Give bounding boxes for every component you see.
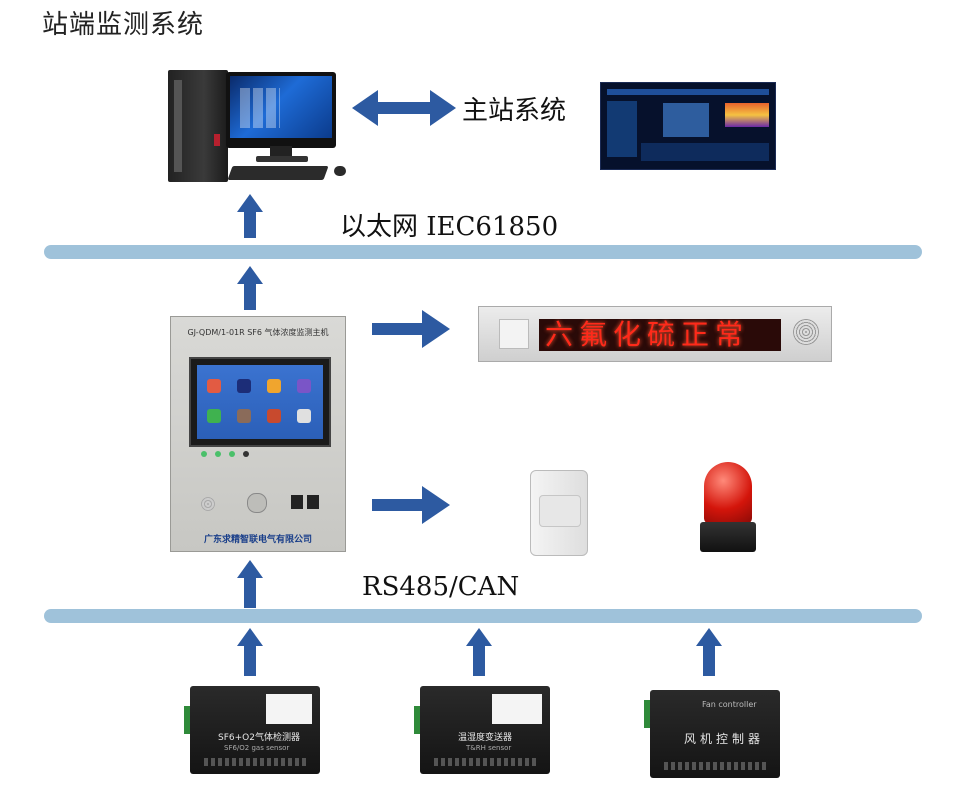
monitoring-host: GJ-QDM/1-01R SF6 气体浓度监测主机 广东求精智联电气有限公司 <box>170 316 346 552</box>
arrow-up-icon <box>696 628 722 676</box>
arrow-right-icon <box>372 310 450 348</box>
led-message: 六氟化硫正常 <box>545 319 750 351</box>
host-company: 广东求精智联电气有限公司 <box>203 535 312 545</box>
rs485-label: RS485/CAN <box>362 572 520 602</box>
speaker-icon <box>201 497 215 511</box>
led-display: 六氟化硫正常 <box>478 306 832 362</box>
main-station-label: 主站系统 <box>462 96 567 126</box>
main-station-dashboard <box>600 82 776 170</box>
arrow-up-icon <box>237 266 263 310</box>
arrow-up-icon <box>237 628 263 676</box>
host-model: GJ-QDM/1-01R SF6 气体浓度监测主机 <box>187 328 329 337</box>
arrow-up-icon <box>237 194 263 238</box>
host-touchscreen <box>189 357 331 447</box>
module-name: SF6+O2气体检测器 <box>218 733 300 743</box>
module-sub: SF6/O2 gas sensor <box>224 744 290 752</box>
ethernet-label: 以太网 IEC61850 <box>340 212 559 242</box>
infrared-detector <box>530 470 588 556</box>
knob <box>247 493 267 513</box>
keyboard <box>227 166 329 180</box>
computer-tower <box>168 70 228 182</box>
arrow-up-icon <box>466 628 492 676</box>
thermo-hygro-module: 温湿度变送器 T&RH sensor <box>414 686 550 774</box>
arrow-up-icon <box>237 560 263 608</box>
module-sub: Fan controller <box>702 700 757 709</box>
gas-sensor-module: SF6+O2气体检测器 SF6/O2 gas sensor <box>184 686 320 774</box>
module-name: 温湿度变送器 <box>458 733 513 743</box>
computer-monitor <box>226 72 336 148</box>
speaker-icon <box>793 319 819 345</box>
fan-controller-module: Fan controller 风机控制器 <box>644 690 780 778</box>
alarm-beacon <box>698 462 758 556</box>
mouse <box>334 166 346 176</box>
monitor-stand-base <box>256 156 308 162</box>
module-name: 风机控制器 <box>684 732 765 746</box>
diagram-title: 站端监测系统 <box>42 10 205 40</box>
module-sub: T&RH sensor <box>466 744 512 752</box>
arrow-right-icon <box>372 486 450 524</box>
rs485-bus <box>44 609 922 623</box>
monitor-stand <box>270 146 292 158</box>
ethernet-bus <box>44 245 922 259</box>
double-arrow-icon <box>352 90 456 126</box>
